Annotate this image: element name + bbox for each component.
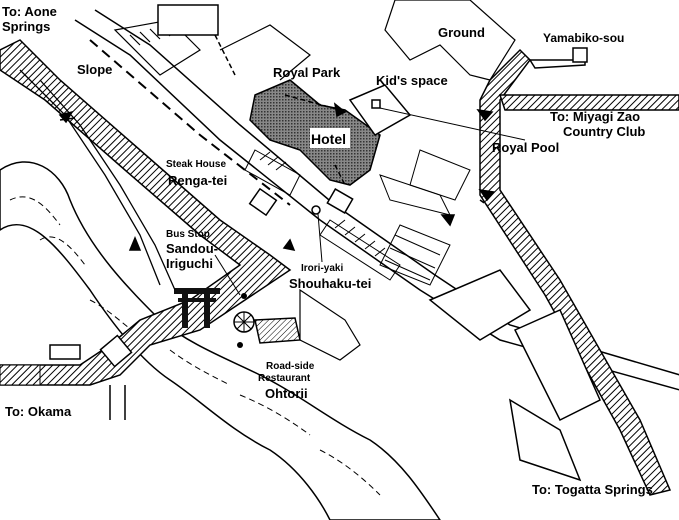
- busstop-marker: [241, 293, 247, 299]
- label-ground: Ground: [438, 25, 485, 40]
- block-right-3: [508, 398, 582, 482]
- building-left-2: [99, 334, 133, 368]
- label-ohtorii: Ohtorii: [265, 386, 308, 401]
- label-slope: Slope: [77, 62, 113, 77]
- roadside-marker: [237, 342, 243, 348]
- road-branch-left: [0, 364, 41, 386]
- label-kids-space: Kid's space: [376, 73, 448, 88]
- renga-tei-building: [248, 187, 278, 217]
- label-to-aone-1: To: Aone: [2, 4, 57, 19]
- label-sandou: Sandou-: [166, 241, 218, 256]
- label-iriguchi: Iriguchi: [166, 256, 213, 271]
- guide-dashes: [214, 34, 488, 206]
- label-royal-park: Royal Park: [273, 65, 341, 80]
- label-road-side: Road-side: [266, 361, 315, 372]
- parking-top-left: [113, 19, 201, 76]
- yamabiko-building: [572, 47, 588, 63]
- river-texture: [9, 196, 381, 496]
- road-to-okama: [109, 385, 126, 420]
- building-left: [49, 344, 81, 360]
- label-to-aone-2: Springs: [2, 19, 51, 34]
- main-road: [0, 39, 292, 386]
- pool-marker: [371, 99, 381, 109]
- block-right-1: [428, 269, 532, 341]
- torii-gate: [174, 288, 220, 328]
- right-road: [479, 48, 672, 496]
- road-miyagi: [498, 94, 679, 111]
- busstop-leader: [214, 254, 241, 296]
- label-to-miyagi-2: Country Club: [563, 124, 646, 139]
- label-restaurant: Restaurant: [258, 373, 311, 384]
- label-to-togatta: To: Togatta Springs: [532, 482, 653, 497]
- left-road-lines: [19, 69, 176, 291]
- river: [0, 161, 441, 520]
- road-dashes: [89, 39, 291, 206]
- lower-area: [299, 288, 361, 361]
- label-hotel: Hotel: [311, 131, 346, 147]
- irori-leader: [317, 213, 323, 263]
- label-shouhaku-tei: Shouhaku-tei: [289, 276, 372, 291]
- label-steak-house: Steak House: [166, 159, 227, 170]
- label-renga-tei: Renga-tei: [168, 173, 228, 188]
- label-to-okama: To: Okama: [5, 404, 72, 419]
- label-irori-yaki: Irori-yaki: [301, 263, 344, 274]
- ohtorii-building: [254, 317, 301, 344]
- irori-marker: [311, 205, 321, 215]
- pool-leader: [379, 107, 526, 141]
- irori-building: [326, 188, 354, 214]
- label-bus-stop: Bus Stop: [166, 229, 210, 240]
- label-yamabiko: Yamabiko-sou: [543, 31, 625, 45]
- label-to-miyagi-1: To: Miyagi Zao: [550, 109, 641, 124]
- ground-area: [384, 0, 516, 81]
- parking-center: [244, 149, 471, 286]
- park-outline: [219, 24, 311, 81]
- block-right-2: [513, 309, 601, 422]
- label-royal-pool: Royal Pool: [492, 140, 560, 155]
- top-building: [157, 4, 219, 36]
